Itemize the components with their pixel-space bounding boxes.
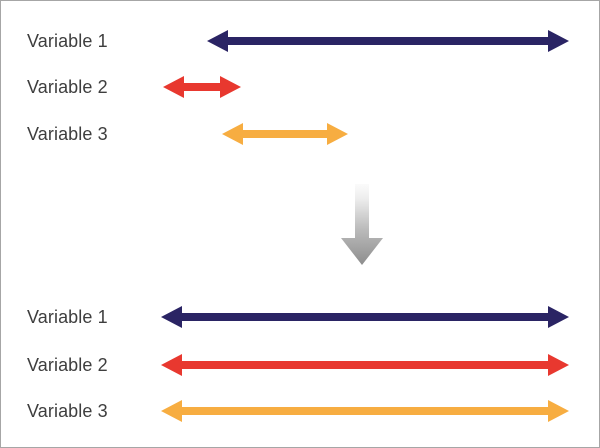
bottom-row-1-double-headed-arrow-icon bbox=[161, 306, 569, 328]
bottom-row-3-label: Variable 3 bbox=[27, 401, 108, 421]
top-row-1-label: Variable 1 bbox=[27, 31, 108, 51]
top-row-2-label: Variable 2 bbox=[27, 77, 108, 97]
bottom-row-3-double-headed-arrow-icon bbox=[161, 400, 569, 422]
top-row-1-double-headed-arrow-icon bbox=[207, 30, 569, 52]
transition-arrow-container bbox=[340, 184, 384, 266]
bottom-row-1-label: Variable 1 bbox=[27, 307, 108, 327]
bottom-row-2-label: Variable 2 bbox=[27, 355, 108, 375]
top-row-3-label: Variable 3 bbox=[27, 124, 108, 144]
top-row-3-double-headed-arrow-icon bbox=[222, 123, 348, 145]
bottom-row-2-double-headed-arrow-icon bbox=[161, 354, 569, 376]
top-row-2-double-headed-arrow-icon bbox=[163, 76, 241, 98]
down-arrow-icon bbox=[341, 184, 383, 265]
